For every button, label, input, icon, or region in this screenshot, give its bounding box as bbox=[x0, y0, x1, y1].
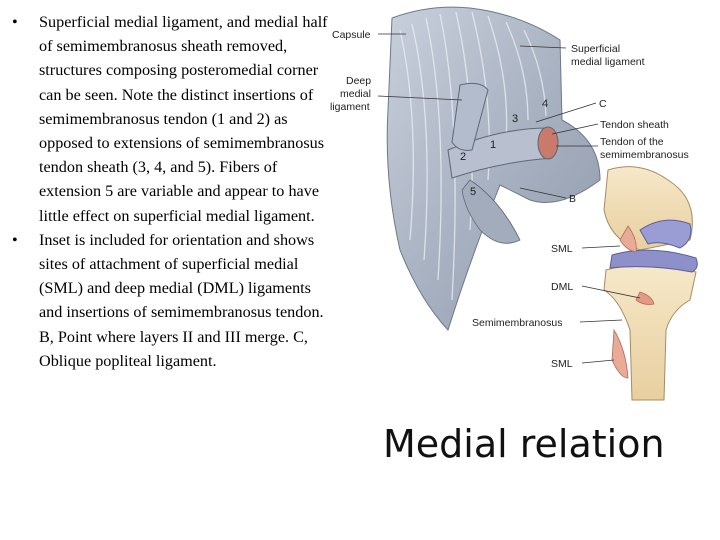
bullet-item: • Superficial medial ligament, and media… bbox=[12, 10, 334, 228]
label-deep-line3: ligament bbox=[330, 101, 370, 113]
label-semimembranosus: Semimembranosus bbox=[472, 317, 562, 329]
number-5: 5 bbox=[470, 186, 476, 198]
knee-anatomy-figure: Capsule Deep medial ligament Superficial… bbox=[330, 6, 698, 401]
bullet-text: Superficial medial ligament, and medial … bbox=[39, 13, 328, 225]
label-deep-line1: Deep bbox=[346, 75, 371, 87]
label-capsule: Capsule bbox=[332, 29, 371, 41]
main-illustration bbox=[386, 6, 601, 331]
label-tendon-sheath: Tendon sheath bbox=[600, 119, 669, 131]
label-dml: DML bbox=[551, 281, 573, 293]
bullet-list: • Superficial medial ligament, and media… bbox=[12, 10, 334, 373]
number-3: 3 bbox=[512, 113, 518, 125]
number-4: 4 bbox=[542, 98, 548, 110]
label-sml-bottom: SML bbox=[551, 358, 573, 370]
slide-caption: Medial relation bbox=[383, 422, 665, 466]
label-c: C bbox=[599, 98, 607, 110]
label-tendon-of-line1: Tendon of the bbox=[600, 136, 664, 148]
bullet-text: Inset is included for orientation and sh… bbox=[39, 230, 324, 370]
label-superficial-line1: Superficial bbox=[571, 43, 620, 55]
figure-labels: Capsule Deep medial ligament Superficial… bbox=[330, 29, 689, 370]
label-sml-top: SML bbox=[551, 243, 573, 255]
label-tendon-of-line2: semimembranosus bbox=[600, 149, 689, 161]
leader-lines bbox=[377, 33, 641, 364]
label-b: B bbox=[569, 193, 576, 205]
bullet-marker: • bbox=[12, 13, 18, 31]
label-superficial-line2: medial ligament bbox=[571, 56, 645, 68]
number-2: 2 bbox=[460, 151, 466, 163]
bullet-item: • Inset is included for orientation and … bbox=[12, 228, 334, 373]
number-1: 1 bbox=[490, 139, 496, 151]
label-deep-line2: medial bbox=[340, 88, 371, 100]
bullet-marker: • bbox=[12, 230, 18, 249]
inset-knee-illustration bbox=[603, 166, 698, 401]
